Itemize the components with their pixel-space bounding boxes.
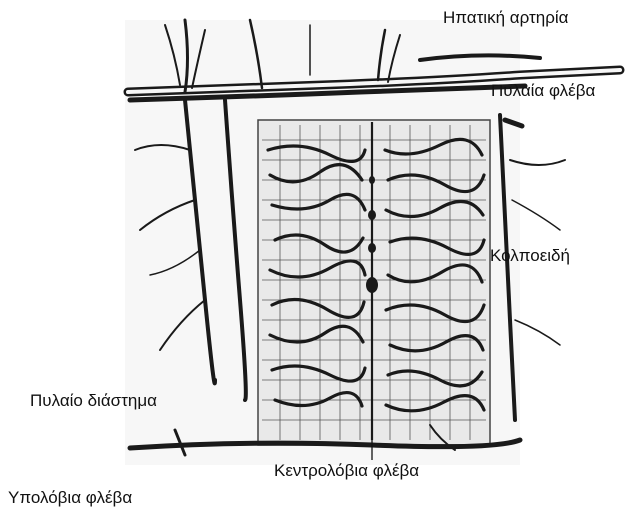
- hepatic-artery-label: Ηπατική αρτηρία: [443, 8, 568, 28]
- portal-vein-label: Πυλαία φλέβα: [491, 81, 595, 101]
- sublobular-vein-label: Υπολόβια φλέβα: [8, 488, 132, 508]
- sinusoids-label: Κολποειδή: [490, 246, 570, 266]
- portal-space-label: Πυλαίο διάστημα: [30, 391, 157, 411]
- central-vein-label: Κεντρολόβια φλέβα: [274, 461, 419, 481]
